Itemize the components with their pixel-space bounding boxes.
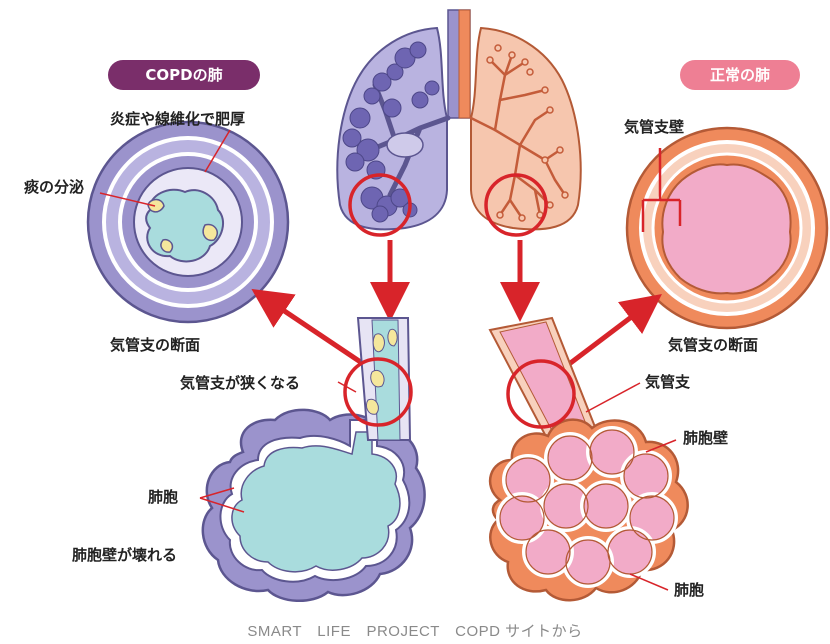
label-bronchus-narrowing: 気管支が狭くなる bbox=[180, 376, 300, 391]
label-normal-alveoli: 肺胞 bbox=[674, 583, 704, 598]
copd-cross-section-arrow bbox=[268, 300, 365, 365]
lungs-illustration bbox=[337, 10, 580, 235]
label-alveolar-wall-broken: 肺胞壁が壊れる bbox=[72, 548, 177, 563]
copd-mucus-2 bbox=[203, 224, 217, 240]
copd-bronchus-cross-section bbox=[88, 122, 288, 322]
normal-bronchus-cross-section bbox=[627, 128, 827, 328]
label-copd-alveoli: 肺胞 bbox=[148, 490, 178, 505]
label-thickening: 炎症や線維化で肥厚 bbox=[110, 112, 245, 127]
label-mucus-secretion: 痰の分泌 bbox=[24, 180, 84, 195]
copd-mucus-1 bbox=[148, 200, 164, 212]
normal-lung-title: 正常の肺 bbox=[680, 60, 800, 90]
copd-lung-title: COPDの肺 bbox=[108, 60, 260, 90]
label-bronchial-wall: 気管支壁 bbox=[624, 120, 684, 135]
label-alveolar-wall: 肺胞壁 bbox=[683, 431, 728, 446]
source-credit: SMART LIFE PROJECT COPD サイトから bbox=[0, 620, 830, 641]
label-normal-cross-section: 気管支の断面 bbox=[668, 338, 758, 353]
copd-mucus-3 bbox=[161, 240, 172, 252]
label-copd-cross-section: 気管支の断面 bbox=[110, 338, 200, 353]
label-bronchus: 気管支 bbox=[645, 375, 690, 390]
